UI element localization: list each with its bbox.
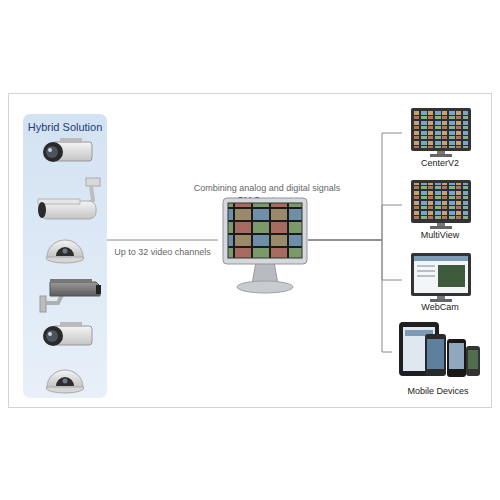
connector-line — [308, 205, 402, 240]
edge-label: Up to 32 video channels — [114, 247, 211, 257]
client-node: Mobile Devices — [392, 316, 484, 398]
outer-frame — [9, 94, 492, 408]
node-label: WebCam — [421, 302, 458, 312]
node-label: GV-System — [237, 196, 290, 207]
note-text: Combining analog and digital signals — [194, 183, 341, 193]
hybrid-panel: Hybrid Solution — [23, 114, 107, 398]
client-monitor — [411, 253, 471, 302]
node-label: MultiView — [421, 230, 459, 240]
node-label: Mobile Devices — [407, 386, 468, 396]
client-node: CenterV2 — [402, 104, 478, 170]
system-node: GV-System — [218, 196, 308, 308]
connector-line — [308, 240, 402, 280]
client-node: WebCam — [402, 248, 478, 314]
client-monitor — [411, 108, 471, 157]
box-camera — [43, 322, 92, 346]
node-label: Hybrid Solution — [28, 121, 103, 133]
node-label: CenterV2 — [421, 158, 459, 168]
mobile-devices — [399, 322, 480, 377]
client-monitor — [411, 180, 471, 229]
system-monitor — [223, 198, 307, 293]
box-camera — [43, 138, 92, 162]
bullet-camera — [38, 178, 100, 219]
connector-line — [308, 240, 392, 352]
dome-camera — [46, 240, 84, 263]
dome-camera — [46, 370, 84, 393]
wall-camera — [40, 279, 101, 312]
connector-line — [107, 240, 218, 241]
client-node: MultiView — [402, 176, 478, 242]
